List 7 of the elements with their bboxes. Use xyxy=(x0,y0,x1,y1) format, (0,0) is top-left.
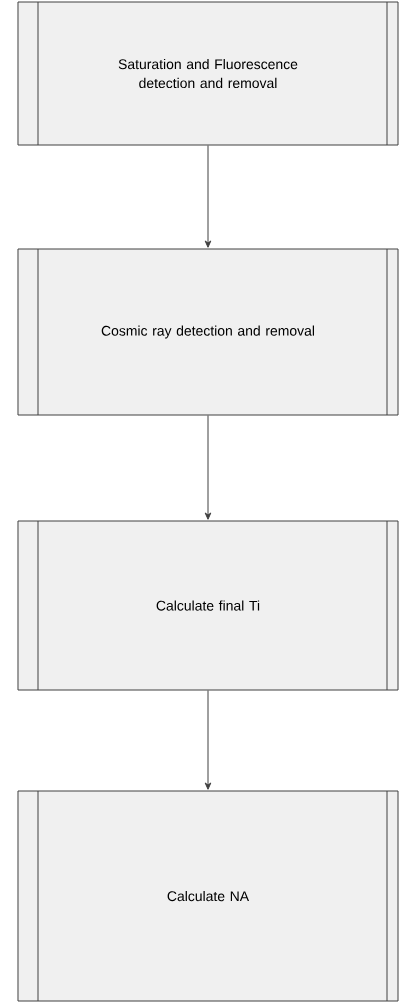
arrow xyxy=(204,145,212,248)
process-box: Cosmic ray detection and removal xyxy=(17,248,399,416)
arrow xyxy=(204,415,212,520)
process-box: Calculate final Ti xyxy=(17,520,399,691)
arrow xyxy=(204,690,212,790)
process-box: Saturation and Fluorescence detection and removal xyxy=(17,1,399,146)
process-box: Calculate NA xyxy=(17,790,399,1002)
